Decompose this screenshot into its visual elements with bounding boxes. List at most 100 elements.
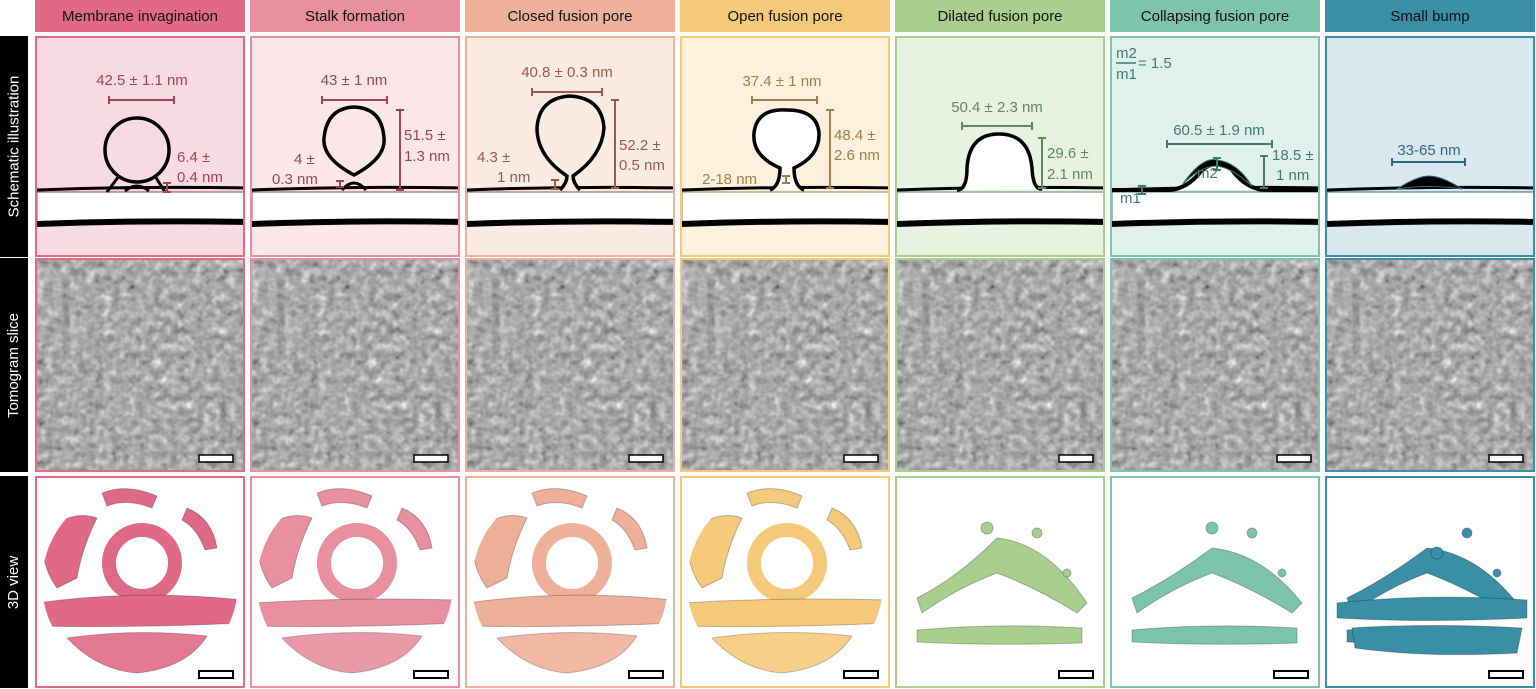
measurement-label: 2.6 nm	[834, 147, 880, 164]
column-small-bump: Small bump 33-65 nm	[1325, 0, 1535, 689]
measurement-label: 42.5 ± 1.1 nm	[96, 72, 188, 89]
column-title: Small bump	[1390, 7, 1470, 25]
column-title: Open fusion pore	[727, 7, 843, 25]
3d-rendering	[42, 488, 238, 679]
column-membrane-invagination: Membrane invagination 42.5 ± 1.1 nm 6.4 ±…	[35, 0, 245, 689]
schematic-illustration: 42.5 ± 1.1 nm6.4 ±0.4 nm	[37, 72, 243, 227]
schematic-panel: 37.4 ± 1 nm 48.4 ± 2.6 nm 2-18 nm	[680, 36, 890, 257]
scale-bar	[413, 454, 449, 463]
schematic-panel: 50.4 ± 2.3 nm 29.6 ± 2.1 nm	[895, 36, 1105, 257]
tomogram-panel	[250, 258, 460, 472]
measurement-label: 60.5 ± 1.9 nm	[1173, 122, 1265, 139]
scale-bar	[843, 670, 879, 679]
measurement-label: 0.3 nm	[272, 171, 318, 188]
column-header: Closed fusion pore	[465, 0, 675, 32]
tomogram-image	[897, 260, 1103, 470]
tomogram-image	[682, 260, 888, 470]
tomogram-panel	[35, 258, 245, 472]
measurement-label: 6.4 ±	[177, 149, 210, 166]
measurement-label: 40.8 ± 0.3 nm	[521, 64, 613, 81]
column-stalk-formation: Stalk formation 43 ± 1 nm 51.5 ± 1.3 nm 4 ±…	[250, 0, 460, 689]
3d-rendering	[1131, 521, 1309, 679]
3d-rendering	[1336, 527, 1528, 679]
schematic-panel: 33-65 nm	[1325, 36, 1535, 257]
scale-bar	[198, 454, 234, 463]
column-title: Collapsing fusion pore	[1140, 7, 1290, 25]
measurement-label: 1.3 nm	[404, 148, 450, 165]
3d-view-panel	[680, 476, 890, 688]
tomogram-image	[1112, 260, 1318, 470]
3d-view-panel	[1325, 476, 1535, 688]
measurement-label: 37.4 ± 1 nm	[742, 73, 821, 90]
measurement-label: 51.5 ±	[404, 127, 446, 144]
tomogram-panel	[1325, 258, 1535, 472]
ratio-numerator: m2	[1116, 45, 1137, 62]
3d-view-panel	[1110, 476, 1320, 688]
tomogram-panel	[465, 258, 675, 472]
column-header: Dilated fusion pore	[895, 0, 1105, 32]
tomogram-panel	[895, 258, 1105, 472]
measurement-label: 29.6 ±	[1047, 145, 1089, 162]
row-label-tomogram: Tomogram slice	[0, 258, 28, 472]
measurement-label: 33-65 nm	[1397, 142, 1460, 159]
measurement-label: 2-18 nm	[702, 171, 757, 188]
scale-bar	[1058, 454, 1094, 463]
measurement-label: 43 ± 1 nm	[321, 72, 388, 89]
measurement-label: 48.4 ±	[834, 127, 876, 144]
3d-view-panel	[465, 476, 675, 688]
column-title: Closed fusion pore	[507, 7, 633, 25]
m2-label: m2	[1197, 165, 1218, 182]
scale-bar	[1276, 454, 1312, 463]
row-label-text: Schematic illustration	[5, 75, 23, 218]
3d-rendering	[257, 488, 453, 679]
3d-view-panel	[895, 476, 1105, 688]
column-title: Membrane invagination	[62, 7, 218, 25]
scale-bar	[1058, 670, 1094, 679]
measurement-label: 4 ±	[294, 151, 315, 168]
measurement-label: 18.5 ±	[1272, 147, 1314, 164]
column-header: Open fusion pore	[680, 0, 890, 32]
scale-bar	[198, 670, 234, 679]
measurement-label: 0.5 nm	[619, 157, 665, 174]
tomogram-panel	[1110, 258, 1320, 472]
schematic-panel: 43 ± 1 nm 51.5 ± 1.3 nm 4 ± 0.3 nm	[250, 36, 460, 257]
scale-bar	[1273, 670, 1309, 679]
measurement-label: 2.1 nm	[1047, 166, 1093, 183]
scale-bar	[628, 454, 664, 463]
schematic-illustration: 33-65 nm	[1327, 142, 1533, 227]
schematic-illustration: 37.4 ± 1 nm 48.4 ± 2.6 nm 2-18 nm	[682, 73, 888, 227]
row-label-schematic: Schematic illustration	[0, 36, 28, 257]
column-header: Collapsing fusion pore	[1110, 0, 1320, 32]
scale-bar	[628, 670, 664, 679]
column-header: Small bump	[1325, 0, 1535, 32]
3d-view-panel	[250, 476, 460, 688]
scale-bar	[413, 670, 449, 679]
column-dilated-fusion-pore: Dilated fusion pore 50.4 ± 2.3 nm 29.6 ± 2…	[895, 0, 1105, 689]
column-title: Stalk formation	[304, 7, 406, 25]
tomogram-image	[1327, 260, 1533, 470]
measurement-label: 1 nm	[1276, 167, 1309, 184]
m1-label: m1	[1120, 190, 1141, 207]
3d-rendering	[687, 488, 883, 679]
column-header: Stalk formation	[250, 0, 460, 32]
3d-rendering	[916, 521, 1094, 679]
row-label-3d: 3D view	[0, 476, 28, 688]
measurement-label: 1 nm	[497, 169, 530, 186]
scale-bar	[1488, 454, 1524, 463]
tomogram-panel	[680, 258, 890, 472]
column-header: Membrane invagination	[35, 0, 245, 32]
column-collapsing-fusion-pore: Collapsing fusion pore 60.5 ± 1.9 nm m2 m1…	[1110, 0, 1320, 689]
measurement-label: 50.4 ± 2.3 nm	[951, 99, 1043, 116]
schematic-illustration: 43 ± 1 nm 51.5 ± 1.3 nm 4 ± 0.3 nm	[252, 72, 458, 227]
ratio-value: = 1.5	[1138, 55, 1172, 72]
scale-bar	[1488, 670, 1524, 679]
ratio-denominator: m1	[1116, 66, 1137, 83]
column-open-fusion-pore: Open fusion pore 37.4 ± 1 nm 48.4 ± 2.6 nm…	[680, 0, 890, 689]
tomogram-image	[37, 260, 243, 470]
